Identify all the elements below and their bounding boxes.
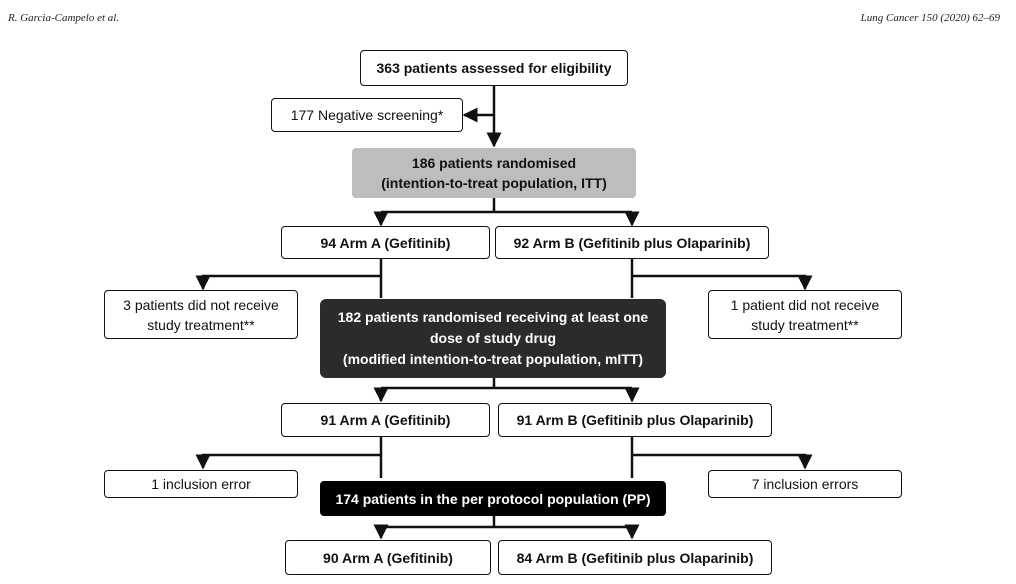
randomised-label-line2: (intention-to-treat population, ITT): [381, 175, 607, 191]
running-header-journal: Lung Cancer 150 (2020) 62–69: [860, 12, 1000, 24]
mitt-label-line1: 182 patients randomised receiving at lea…: [337, 309, 649, 325]
connector-arm-a-exclusion: [195, 274, 381, 291]
randomised-box: 186 patients randomised (intention-to-tr…: [352, 148, 636, 198]
excluded-arm-a-line1: 3 patients did not receive: [123, 296, 279, 313]
mitt-arm-a-label: 91 Arm A (Gefitinib): [320, 412, 451, 428]
connector-inclusion-a: [195, 453, 381, 470]
connector-arm-b-exclusion: [632, 274, 813, 291]
inclusion-error-b-label: 7 inclusion errors: [751, 476, 859, 492]
pp-arm-b-box: 84 Arm B (Gefitinib plus Olaparinib): [498, 540, 772, 575]
excluded-arm-a-line2: study treatment**: [147, 316, 255, 333]
pp-arm-a-label: 90 Arm A (Gefitinib): [323, 549, 453, 566]
excluded-arm-b-line1: 1 patient did not receive: [730, 296, 880, 313]
assessed-box: 363 patients assessed for eligibility: [360, 50, 628, 86]
randomised-label-line1: 186 patients randomised: [411, 155, 577, 171]
pp-arm-b-label: 84 Arm B (Gefitinib plus Olaparinib): [516, 549, 754, 566]
inclusion-error-b-box: 7 inclusion errors: [708, 470, 902, 498]
pp-arm-a-box: 90 Arm A (Gefitinib): [285, 540, 491, 575]
negative-screening-label: 177 Negative screening*: [290, 107, 444, 123]
inclusion-error-a-box: 1 inclusion error: [104, 470, 298, 498]
excluded-arm-a-box: 3 patients did not receive study treatme…: [104, 290, 298, 339]
connector-inclusion-b: [632, 453, 813, 470]
mitt-arm-b-label: 91 Arm B (Gefitinib plus Olaparinib): [516, 412, 754, 428]
pp-box: 174 patients in the per protocol populat…: [320, 481, 666, 516]
itt-arm-a-label: 94 Arm A (Gefitinib): [320, 234, 451, 251]
excluded-arm-b-box: 1 patient did not receive study treatmen…: [708, 290, 902, 339]
negative-screening-box: 177 Negative screening*: [271, 98, 463, 132]
mitt-label-line3: (modified intention-to-treat population,…: [342, 351, 644, 367]
mitt-arm-b-box: 91 Arm B (Gefitinib plus Olaparinib): [498, 403, 772, 437]
inclusion-error-a-label: 1 inclusion error: [151, 476, 251, 492]
mitt-box: 182 patients randomised receiving at lea…: [320, 299, 666, 378]
itt-arm-b-label: 92 Arm B (Gefitinib plus Olaparinib): [513, 234, 751, 251]
itt-arm-b-box: 92 Arm B (Gefitinib plus Olaparinib): [495, 226, 769, 259]
assessed-label: 363 patients assessed for eligibility: [376, 60, 612, 76]
mitt-label-line2: dose of study drug: [430, 330, 556, 346]
mitt-arm-a-box: 91 Arm A (Gefitinib): [281, 403, 490, 437]
itt-arm-a-box: 94 Arm A (Gefitinib): [281, 226, 490, 259]
running-header-authors: R. Garcia-Campelo et al.: [8, 12, 120, 24]
pp-label: 174 patients in the per protocol populat…: [335, 490, 651, 507]
excluded-arm-b-line2: study treatment**: [751, 316, 859, 333]
